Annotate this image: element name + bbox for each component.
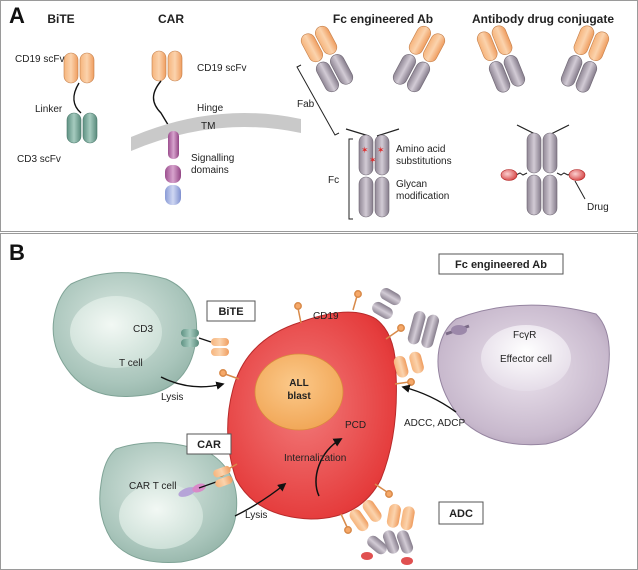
label-amino-1: Amino acid	[396, 144, 445, 155]
label-glycan-2: modification	[396, 191, 449, 202]
label-linker: Linker	[35, 104, 63, 115]
lysis-arrow-bottom	[234, 482, 287, 517]
label-adcc: ADCC, ADCP	[404, 418, 465, 429]
label-effector-cell: Effector cell	[500, 354, 552, 365]
label-hinge: Hinge	[197, 103, 224, 114]
t-cell	[52, 272, 198, 397]
adc-label-box	[438, 501, 484, 525]
car-label-box	[186, 433, 232, 455]
adcc-arrow	[401, 384, 457, 413]
lysis-arrow-top	[160, 376, 225, 390]
label-cd19-scfv-car: CD19 scFv	[197, 63, 246, 74]
label-signalling-2: domains	[191, 165, 229, 176]
panel-a-diagram: A BiTE CAR Fc engineered Ab Antibody dru…	[9, 3, 614, 220]
label-tm: TM	[201, 121, 215, 132]
label-glycan-1: Glycan	[396, 179, 427, 190]
fc-engineered-antibody: ✶ ✶ ✶	[296, 25, 446, 220]
label-lysis-top: Lysis	[161, 392, 183, 403]
effector-cell	[437, 304, 610, 446]
label-lysis-bottom: Lysis	[245, 510, 267, 521]
label-car-t-cell: CAR T cell	[129, 481, 176, 492]
label-cd3: CD3	[133, 324, 153, 335]
label-blast: blast	[287, 391, 311, 402]
adc-molecule	[349, 500, 415, 565]
label-cd19-scfv-bite: CD19 scFv	[15, 54, 64, 65]
title-car: CAR	[158, 12, 184, 26]
bite-structure	[63, 52, 98, 144]
car-molecule	[198, 465, 233, 489]
label-fc: Fc	[328, 175, 339, 186]
svg-text:✶: ✶	[377, 145, 385, 155]
label-internalization: Internalization	[284, 453, 346, 464]
label-fc-box: Fc engineered Ab	[455, 259, 547, 271]
panel-b: B CD3 T cell CAR T cell ALL blast PCD In…	[0, 233, 638, 570]
label-amino-2: substitutions	[396, 156, 452, 167]
all-blast-cell	[227, 311, 397, 520]
fc-label-box	[438, 253, 564, 275]
car-t-cell	[99, 442, 238, 564]
fc-antibody-bound	[372, 288, 470, 378]
title-fc-engineered-ab: Fc engineered Ab	[333, 12, 433, 26]
label-bite-box: BiTE	[218, 306, 243, 318]
panel-a-letter: A	[9, 3, 25, 28]
label-signalling-1: Signalling	[191, 153, 234, 164]
label-car-box: CAR	[197, 439, 221, 451]
title-antibody-drug-conjugate: Antibody drug conjugate	[472, 12, 614, 26]
label-all: ALL	[289, 378, 308, 389]
svg-text:✶: ✶	[361, 145, 369, 155]
label-drug: Drug	[587, 202, 609, 213]
bite-label-box	[206, 300, 256, 322]
label-adc-box: ADC	[449, 508, 473, 520]
panel-b-letter: B	[9, 240, 25, 265]
antibody-drug-conjugate	[476, 25, 610, 216]
car-structure	[131, 50, 301, 205]
label-cd3-scfv: CD3 scFv	[17, 154, 61, 165]
title-bite: BiTE	[47, 12, 74, 26]
panel-a: A BiTE CAR Fc engineered Ab Antibody dru…	[0, 0, 638, 232]
label-cd19: CD19	[313, 311, 339, 322]
label-pcd: PCD	[345, 420, 366, 431]
label-t-cell: T cell	[119, 358, 143, 369]
svg-text:✶: ✶	[369, 155, 377, 165]
bite-molecule	[181, 329, 229, 356]
label-fcyr: FcγR	[513, 330, 536, 341]
panel-b-diagram: B CD3 T cell CAR T cell ALL blast PCD In…	[9, 240, 610, 565]
label-fab: Fab	[297, 99, 315, 110]
